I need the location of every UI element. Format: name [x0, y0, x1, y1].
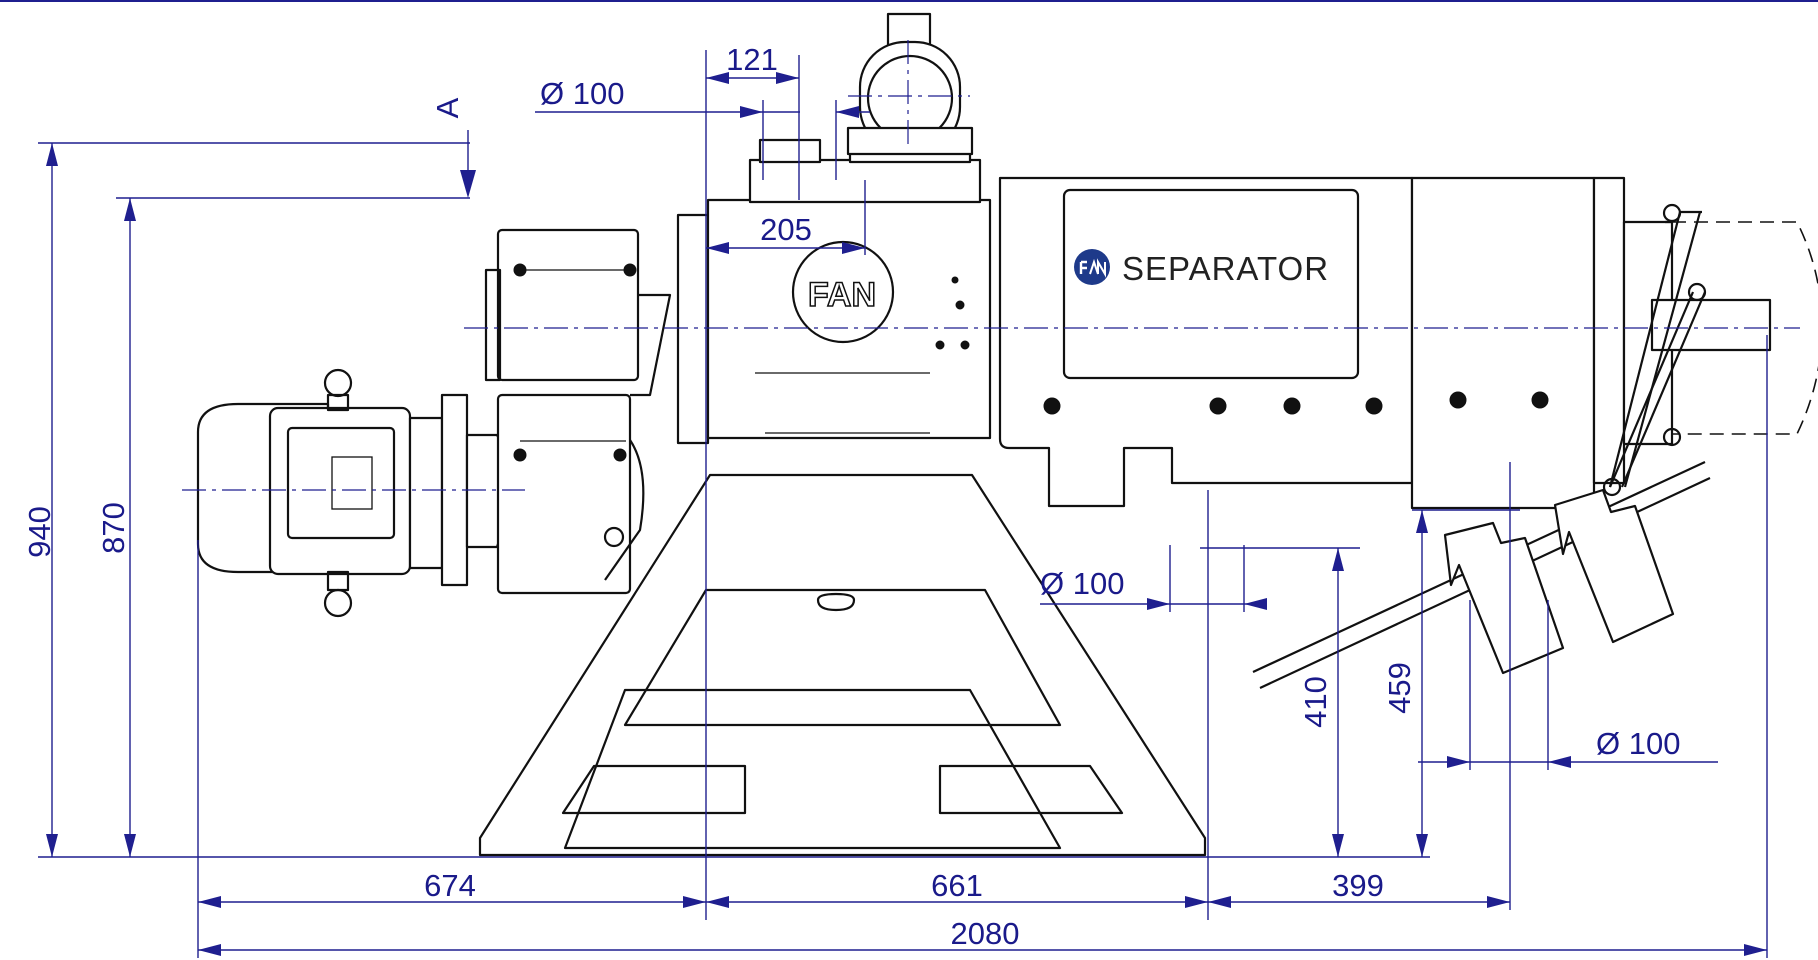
section-label-a: A — [430, 97, 465, 118]
brand-text: SEPARATOR — [1122, 250, 1329, 287]
dim-diameter-right: Ø 100 — [1596, 726, 1680, 761]
dim-674: 674 — [424, 868, 476, 903]
dim-205: 205 — [760, 212, 812, 247]
dim-661: 661 — [931, 868, 983, 903]
dim-410: 410 — [1298, 676, 1333, 728]
dim-121: 121 — [726, 42, 778, 77]
dim-870: 870 — [96, 502, 131, 554]
center-lines — [182, 40, 1800, 491]
dimension-labels: 940 870 410 459 674 661 399 2080 121 205… — [22, 42, 1680, 951]
machine-outline — [196, 12, 1818, 857]
fan-logo-embossed: FAN — [807, 275, 877, 315]
fan-logo-badge — [1074, 249, 1110, 285]
dim-459: 459 — [1382, 662, 1417, 714]
svg-text:FAN: FAN — [808, 276, 876, 314]
base-stand — [478, 473, 1207, 857]
top-motor — [846, 12, 974, 156]
dimension-lines — [38, 50, 1768, 958]
dim-2080: 2080 — [951, 916, 1020, 951]
dim-diameter-top: Ø 100 — [540, 76, 624, 111]
dim-940: 940 — [22, 506, 57, 558]
outlet-assembly — [1252, 203, 1818, 689]
brand-badge — [1082, 208, 1342, 360]
gear-motor — [196, 228, 672, 618]
dim-399: 399 — [1332, 868, 1384, 903]
dim-diameter-bottom: Ø 100 — [1040, 566, 1124, 601]
